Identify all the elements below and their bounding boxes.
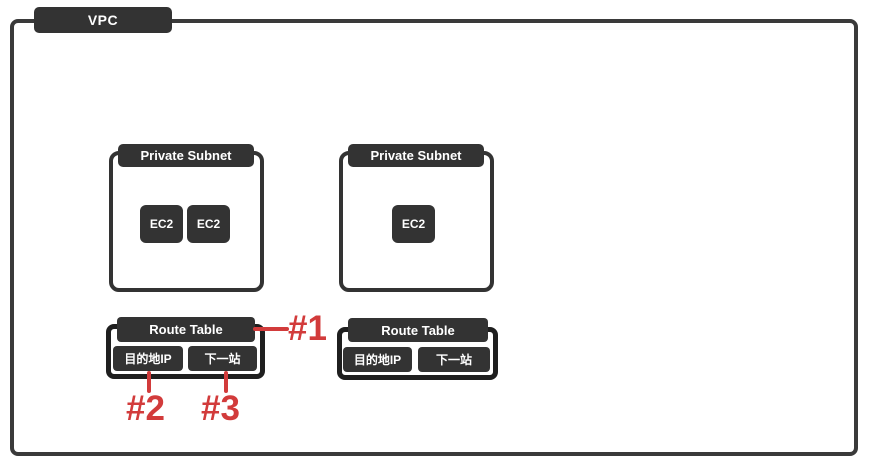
route-table-2-destination-ip-column: 目的地IP — [343, 347, 412, 372]
ec2-instance: EC2 — [187, 205, 230, 243]
private-subnet-1-label: Private Subnet — [118, 144, 254, 167]
vpc-label: VPC — [34, 7, 172, 33]
private-subnet-2-label: Private Subnet — [348, 144, 484, 167]
annotation-2-pointer-line — [147, 371, 151, 393]
route-table-1-destination-ip-column: 目的地IP — [113, 346, 183, 371]
annotation-3-pointer-line — [224, 371, 228, 393]
route-table-1-next-hop-column: 下一站 — [188, 346, 257, 371]
ec2-instance: EC2 — [140, 205, 183, 243]
route-table-1-label: Route Table — [117, 317, 255, 342]
annotation-1-pointer-line — [253, 327, 289, 331]
annotation-2-label: #2 — [126, 389, 165, 428]
annotation-1-label: #1 — [288, 309, 327, 348]
annotation-3-label: #3 — [201, 389, 240, 428]
ec2-instance: EC2 — [392, 205, 435, 243]
route-table-2-next-hop-column: 下一站 — [418, 347, 490, 372]
vpc-container — [10, 19, 858, 456]
route-table-2-label: Route Table — [348, 318, 488, 342]
